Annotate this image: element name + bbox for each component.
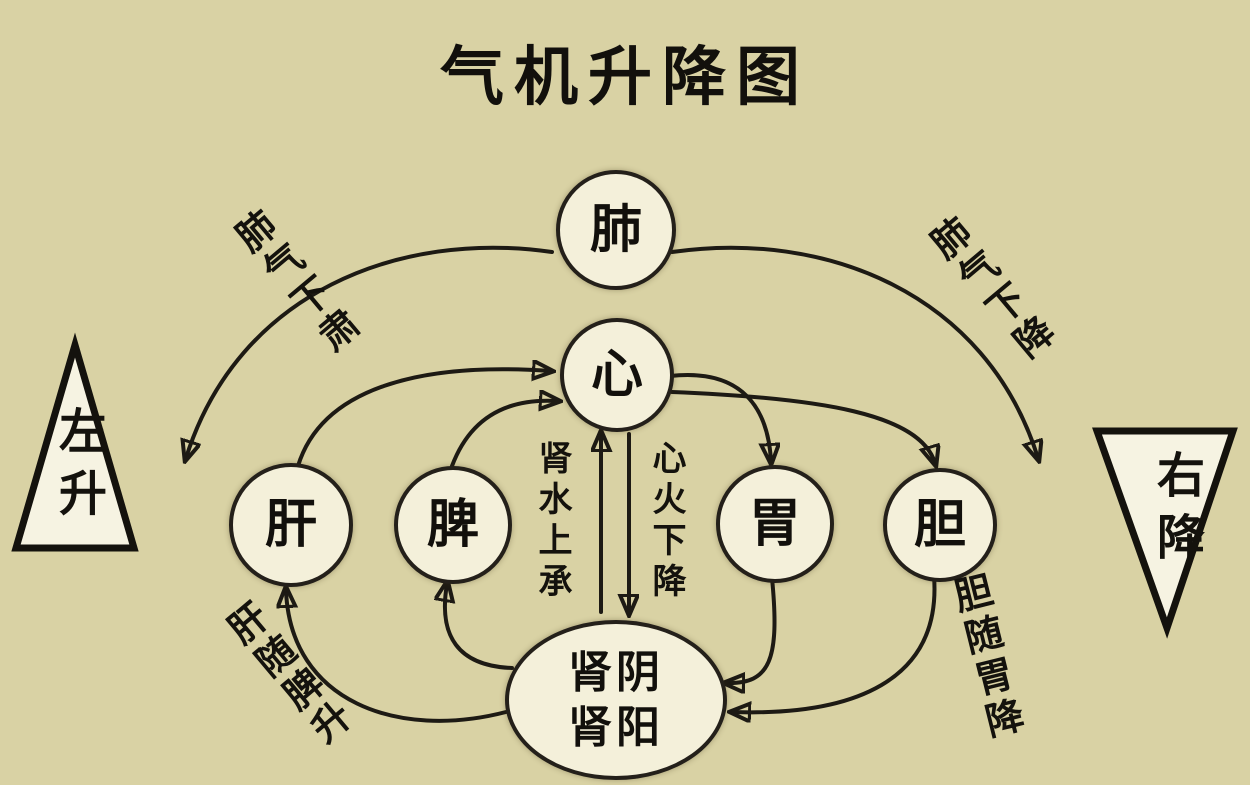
node-gallbladder: 胆 — [883, 468, 997, 582]
node-liver: 肝 — [229, 463, 353, 587]
arrow-liver-to-heart — [296, 369, 550, 468]
arrow-lung-descend-right — [670, 245, 1038, 458]
arrow-stomach-to-kidney — [727, 576, 777, 683]
right-descend-triangle — [1092, 427, 1238, 639]
node-spleen-label: 脾 — [426, 496, 479, 554]
node-kidney: 肾阴 肾阳 — [505, 620, 727, 780]
node-kidney-label: 肾阴 肾阳 — [568, 645, 664, 755]
node-liver-label: 肝 — [264, 496, 317, 554]
left-ascend-triangle — [11, 332, 139, 552]
node-stomach-label: 胃 — [748, 495, 801, 553]
label-right-descends: 右降 — [1149, 450, 1202, 574]
arrow-kidney-to-liver — [286, 590, 508, 723]
diagram-title: 气机升降图 — [440, 41, 810, 113]
arrow-kidney-to-spleen — [445, 584, 514, 670]
node-spleen: 脾 — [394, 466, 512, 584]
node-lung: 肺 — [556, 170, 676, 290]
arrow-lung-descend-left — [186, 245, 554, 458]
arrow-heart-to-gallbladder — [670, 390, 935, 463]
node-kidney-line1: 肾阴 — [568, 648, 664, 697]
node-heart-label: 心 — [590, 346, 643, 404]
node-gallbladder-label: 胆 — [913, 496, 966, 554]
label-kidney-water-ascends: 肾水上承 — [533, 440, 571, 604]
node-heart: 心 — [560, 318, 674, 432]
label-heart-fire-descends: 心火下降 — [647, 440, 685, 604]
node-stomach: 胃 — [716, 465, 834, 583]
arrow-gallbladder-to-kidney — [733, 574, 937, 712]
node-kidney-line2: 肾阳 — [568, 703, 664, 752]
node-lung-label: 肺 — [589, 201, 642, 259]
label-left-ascends: 左升 — [51, 406, 104, 530]
arrow-spleen-to-heart — [450, 401, 557, 468]
